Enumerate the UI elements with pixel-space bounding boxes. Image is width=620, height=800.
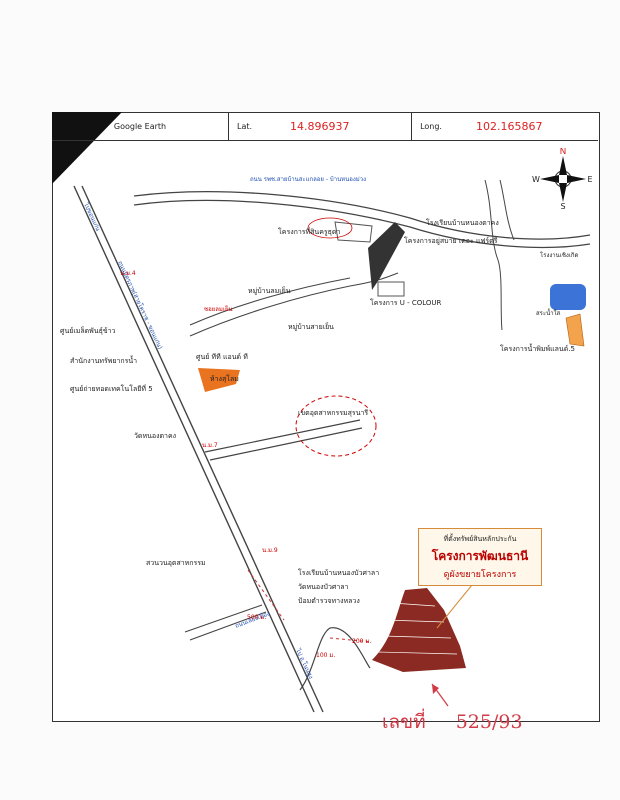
lat-value: 14.896937: [290, 119, 350, 133]
village-sai-yen-label: หมู่บ้านสายเย็น: [288, 323, 334, 331]
handwritten-address: เลขที่ 525/93: [382, 707, 523, 737]
village-lom-yen-label: หมู่บ้านลมเย็น: [248, 287, 291, 295]
temple-nong-ta-khong-label: วัดหนองตาคง: [134, 432, 177, 440]
road-code-1-label: น.ม.4: [120, 270, 136, 277]
site-lines: [377, 602, 458, 655]
soi-road: [189, 272, 399, 337]
market-label: ห้างสุโลม: [210, 375, 239, 383]
top-road: [133, 191, 591, 240]
tech-center-label: ศูนย์ถ่ายทอดเทคโนโลยีที่ 5: [70, 385, 153, 393]
police-box-label: ป้อมตำรวจทางหลวง: [298, 597, 360, 605]
north-branch-road-2: [499, 179, 515, 241]
handwriting-number: 525/93: [455, 711, 523, 733]
project-sin-block: [334, 221, 373, 243]
factory-label: โรงงานเชิงเกิด: [540, 252, 579, 259]
header-long-cell: Long. 102.165867: [412, 112, 598, 140]
compass-s: S: [560, 202, 565, 210]
callout-line1: ที่ตั้งทรัพย์สินหลักประกัน: [443, 535, 517, 543]
pond-label: สระน้ำใส: [536, 310, 561, 317]
ucolour-block: [377, 281, 405, 297]
map-sheet: [52, 112, 600, 722]
distance-100-label: 100 ม.: [316, 652, 336, 659]
school-north-label: โรงเรียนบ้านหนองตาคง: [426, 219, 499, 227]
industrial-zone-outline: [295, 395, 377, 457]
project-sin-outline: [307, 217, 353, 239]
industrial-road-2: [209, 427, 363, 461]
project-ucolour-label: โครงการ U - COLOUR: [370, 299, 442, 307]
temple-south-label: วัดหนองบัวศาลา: [298, 583, 349, 591]
map-header: Google Earth Lat. 14.896937 Long. 102.16…: [52, 112, 598, 141]
lower-road: [184, 604, 263, 633]
compass-west-point: [540, 175, 559, 183]
distance-500-label: 500 ม.: [247, 614, 267, 621]
compass-n: N: [560, 148, 567, 157]
callout-pointer: [436, 584, 473, 629]
road-code-3-label: น.ม.9: [262, 547, 278, 554]
soi-road-2: [189, 277, 351, 326]
road-north-end-label: ไปขอนแก่น: [82, 201, 102, 233]
compass-rose: N S E W: [532, 148, 592, 210]
pond: [550, 284, 586, 310]
handwriting-prefix: เลขที่: [382, 711, 426, 733]
project-residence-label: โครงการอยู่สบาย เดอะ แฟร์ตรี: [404, 237, 498, 245]
distance-red-line-2: [329, 637, 373, 643]
header-lat-cell: Lat. 14.896937: [229, 112, 413, 140]
main-road: [73, 185, 315, 713]
long-label: Long.: [420, 121, 442, 131]
top-road-secondary: [133, 199, 591, 249]
long-value: 102.165867: [475, 119, 543, 133]
compass-w: W: [532, 175, 540, 184]
compass-e: E: [587, 175, 592, 184]
header-app-cell: Google Earth: [52, 112, 229, 140]
callout-line3: ดูผังขยายโครงการ: [443, 570, 517, 580]
industrial-zone-label: เขตอุตสาหกรรมสุรนารี: [298, 409, 369, 417]
site-area: [372, 588, 466, 672]
lower-road-2: [189, 611, 267, 641]
site-access-road: [299, 627, 371, 691]
project-sin-label: โครงการที่สินครูธุดา: [278, 228, 341, 236]
distance-red-line: [247, 569, 285, 621]
compass-south-point: [559, 183, 567, 202]
industrial-road: [204, 419, 361, 453]
office-water-label: สำนักงานทรัพยากรน้ำ: [70, 357, 138, 365]
distance-200-label: 200 ม.: [352, 638, 372, 645]
project-water-label: โครงการน้ำพิมพ์แลนด์.5: [500, 345, 575, 353]
north-branch-road: [484, 179, 503, 331]
callout-box: ที่ตั้งทรัพย์สินหลักประกัน โครงการพัฒนธา…: [418, 528, 542, 586]
road-code-2-label: น.ม.7: [202, 442, 218, 449]
soi-lom-yen-label: ซอยลมเย็น: [204, 306, 233, 313]
center-seed-label: ศูนย์เมล็ดพันธุ์ข้าว: [60, 327, 116, 335]
callout-line2: โครงการพัฒนธานี: [431, 549, 529, 563]
handwritten-arrow-head: [432, 684, 439, 694]
park-label: สวนวนอุตสาหกรรม: [146, 559, 206, 567]
project-residence-block: [368, 222, 405, 290]
school-south-label: โรงเรียนบ้านหนองบัวศาลา: [298, 569, 380, 577]
top-road-label: ถนน รพช.สายบ้านสะแกลอย - บ้านหนองม่วง: [250, 176, 366, 183]
main-road-secondary: [81, 185, 324, 713]
market-area: [198, 368, 240, 392]
compass-east-point: [567, 175, 586, 183]
water-project: [565, 313, 585, 347]
compass-north-point: [559, 156, 567, 175]
lat-label: Lat.: [237, 121, 253, 131]
store-label: ศูนย์ ทีที แอนด์ ที: [196, 353, 248, 361]
